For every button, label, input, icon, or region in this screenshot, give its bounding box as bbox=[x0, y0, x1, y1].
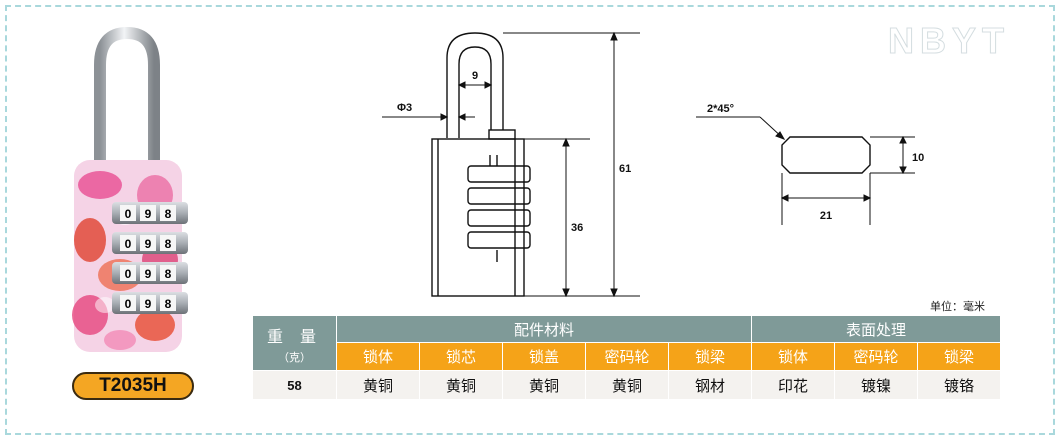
dial-1: 0 9 8 bbox=[112, 202, 188, 224]
svg-text:0: 0 bbox=[125, 237, 132, 251]
col-header: 密码轮 bbox=[834, 342, 918, 371]
table-cell: 印花 bbox=[751, 370, 835, 400]
dial-4: 0 9 8 bbox=[112, 292, 188, 314]
dim-shackle-dia: Φ3 bbox=[397, 102, 412, 114]
svg-text:8: 8 bbox=[165, 237, 172, 251]
spec-table: 重 量 （克） 配件材料 表面处理 锁体 锁芯 锁盖 密码轮 锁梁 锁体 密码轮… bbox=[252, 315, 1002, 400]
col-header: 锁体 bbox=[336, 342, 420, 371]
group-surface-header: 表面处理 bbox=[750, 315, 1002, 343]
col-header: 锁梁 bbox=[668, 342, 752, 371]
svg-text:9: 9 bbox=[145, 207, 152, 221]
table-row: 58 黄铜 黄铜 黄铜 黄铜 钢材 印花 镀镍 镀铬 bbox=[252, 370, 1002, 400]
dial-2: 0 9 8 bbox=[112, 232, 188, 254]
dial-3: 0 9 8 bbox=[112, 262, 188, 284]
padlock-photo: 0 9 8 0 9 8 0 9 8 0 9 8 bbox=[72, 26, 188, 352]
svg-text:0: 0 bbox=[125, 267, 132, 281]
unit-note: 单位：毫米 bbox=[930, 300, 985, 313]
group-material-header: 配件材料 bbox=[336, 315, 752, 343]
col-header: 锁芯 bbox=[419, 342, 503, 371]
table-cell: 黄铜 bbox=[336, 370, 420, 400]
model-badge: T2035H bbox=[72, 372, 194, 400]
table-cell: 黄铜 bbox=[419, 370, 503, 400]
svg-text:9: 9 bbox=[145, 237, 152, 251]
svg-text:0: 0 bbox=[125, 297, 132, 311]
dim-body-height: 36 bbox=[571, 222, 583, 234]
table-cell: 黄铜 bbox=[585, 370, 669, 400]
page-frame bbox=[5, 5, 1055, 435]
col-header: 锁体 bbox=[751, 342, 835, 371]
table-cell: 黄铜 bbox=[502, 370, 586, 400]
col-header: 锁盖 bbox=[502, 342, 586, 371]
weight-label: 重 量 bbox=[266, 327, 323, 346]
dim-chamfer: 2*45° bbox=[707, 103, 734, 115]
weight-value: 58 bbox=[252, 370, 337, 400]
col-header: 锁梁 bbox=[916, 342, 1002, 371]
weight-unit: （克） bbox=[278, 351, 311, 364]
col-header: 密码轮 bbox=[585, 342, 669, 371]
dim-section-width: 21 bbox=[820, 210, 832, 222]
dim-shackle-inner: 9 bbox=[472, 70, 478, 82]
table-cell: 镀镍 bbox=[834, 370, 918, 400]
svg-text:8: 8 bbox=[165, 267, 172, 281]
svg-text:0: 0 bbox=[125, 207, 132, 221]
weight-header: 重 量 （克） bbox=[252, 315, 337, 371]
table-cell: 镀铬 bbox=[916, 370, 1002, 400]
padlock-shackle bbox=[94, 26, 160, 165]
svg-text:8: 8 bbox=[165, 207, 172, 221]
svg-text:9: 9 bbox=[145, 297, 152, 311]
dim-section-height: 10 bbox=[912, 152, 924, 164]
svg-text:8: 8 bbox=[165, 297, 172, 311]
brand-watermark: NBYT bbox=[888, 20, 1010, 62]
svg-text:9: 9 bbox=[145, 267, 152, 281]
dim-total-height: 61 bbox=[619, 163, 631, 175]
technical-drawing: 9 Φ3 61 36 2*45° 10 21 bbox=[382, 31, 924, 298]
table-cell: 钢材 bbox=[668, 370, 752, 400]
